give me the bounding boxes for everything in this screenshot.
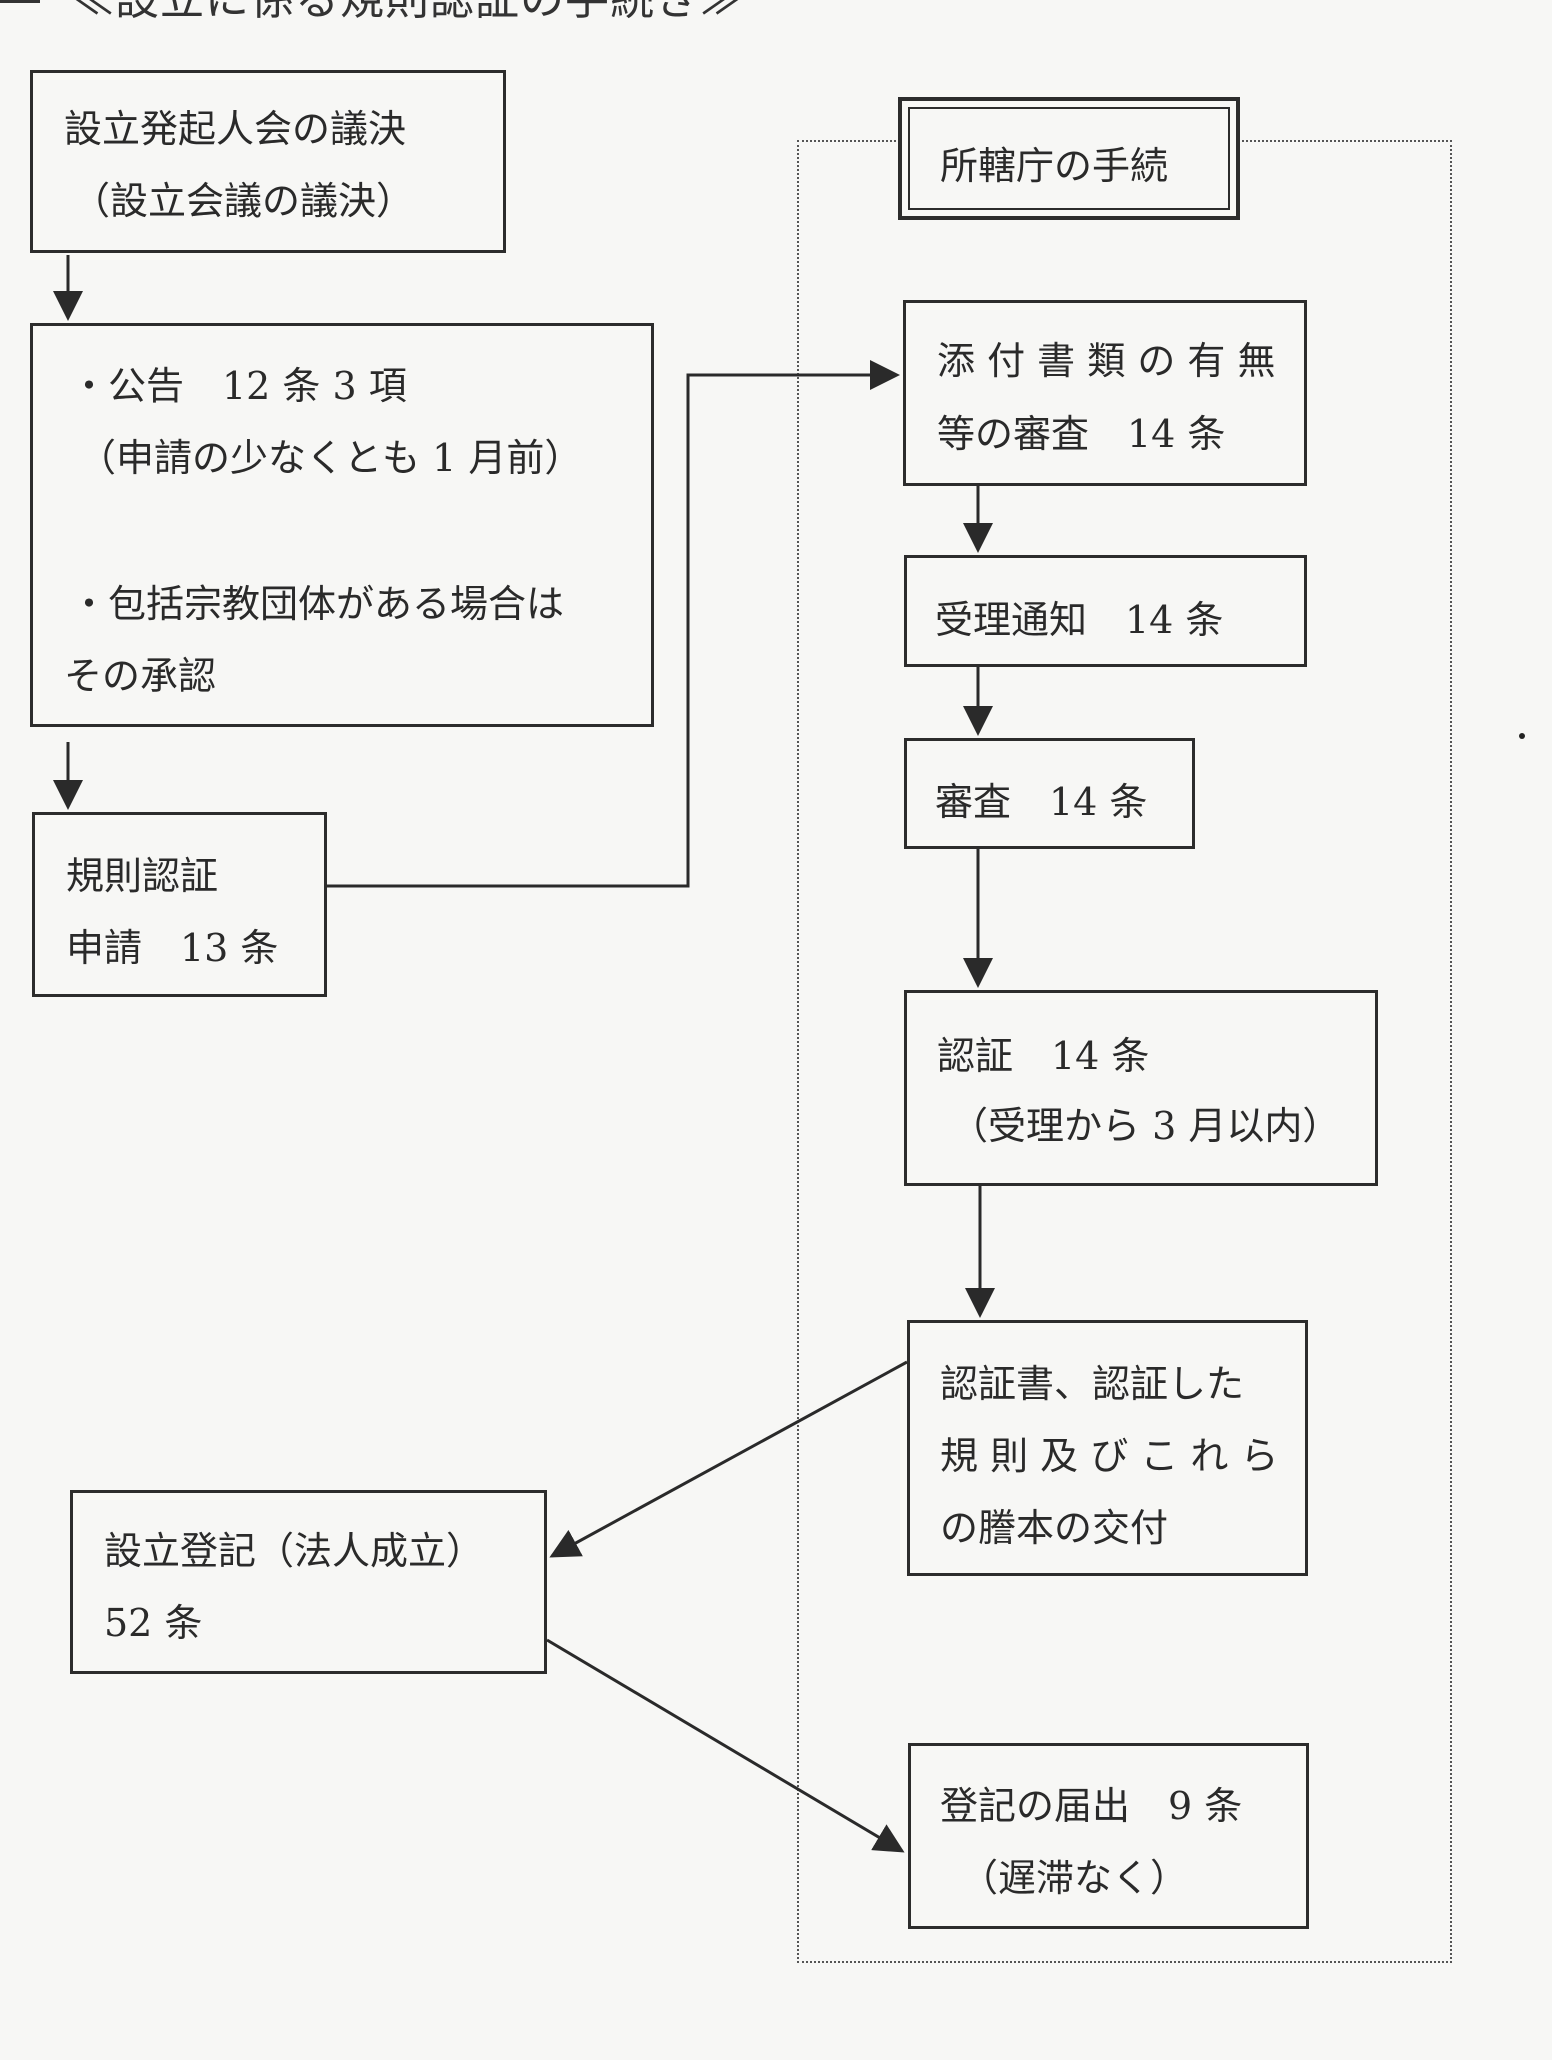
- registration-box: [70, 1490, 547, 1674]
- notice-line1: ・公告 12 条 3 項: [70, 364, 407, 408]
- stray-mark: [1519, 733, 1525, 739]
- notice-line3: ・包括宗教団体がある場合は: [70, 582, 565, 626]
- document-review-line1: 添 付 書 類 の 有 無: [937, 339, 1276, 383]
- founding-resolution-box: [30, 70, 506, 253]
- delivery-line1: 認証書、認証した: [940, 1362, 1245, 1406]
- arrow-application-to-review: [327, 360, 900, 888]
- document-review-line2: 等の審査 14 条: [937, 412, 1226, 456]
- agency-title-label: 所轄庁の手続: [940, 144, 1169, 188]
- registration-line1: 設立登記（法人成立）: [104, 1529, 485, 1573]
- founding-resolution-line1: 設立発起人会の議決: [64, 107, 407, 151]
- review-line1: 審査 14 条: [935, 780, 1148, 824]
- arrow-delivery-to-registration: [549, 1360, 908, 1558]
- application-line1: 規則認証: [66, 854, 219, 898]
- filing-box: [908, 1743, 1309, 1929]
- page-title: ≪設立に係る規則認証の手続き≫: [70, 0, 950, 30]
- receipt-notice-box: [904, 555, 1307, 667]
- title-rule: [0, 0, 40, 3]
- notice-box: [30, 323, 654, 727]
- agency-title-box: [898, 97, 1240, 220]
- filing-line1: 登記の届出 9 条: [940, 1784, 1243, 1828]
- notice-line4: その承認: [64, 654, 217, 698]
- delivery-line2: 規 則 及 び こ れ ら: [940, 1434, 1279, 1478]
- application-box: [32, 812, 327, 997]
- review-box: [904, 738, 1195, 849]
- certification-line2: （受理から 3 月以内）: [950, 1104, 1341, 1148]
- founding-resolution-line2: （設立会議の議決）: [72, 179, 415, 223]
- certification-box: [904, 990, 1378, 1186]
- certification-line1: 認証 14 条: [937, 1034, 1150, 1078]
- registration-line2: 52 条: [104, 1601, 203, 1645]
- document-review-box: [903, 300, 1307, 486]
- agency-title-inner-frame: [908, 107, 1230, 210]
- notice-line2: （申請の少なくとも 1 月前）: [78, 436, 583, 480]
- receipt-notice-line1: 受理通知 14 条: [935, 598, 1224, 642]
- arrow-registration-to-filing: [546, 1638, 905, 1853]
- filing-line2: （遅滞なく）: [960, 1856, 1189, 1900]
- delivery-line3: の謄本の交付: [940, 1506, 1169, 1550]
- application-line2: 申請 13 条: [66, 926, 279, 970]
- delivery-box: [907, 1320, 1308, 1576]
